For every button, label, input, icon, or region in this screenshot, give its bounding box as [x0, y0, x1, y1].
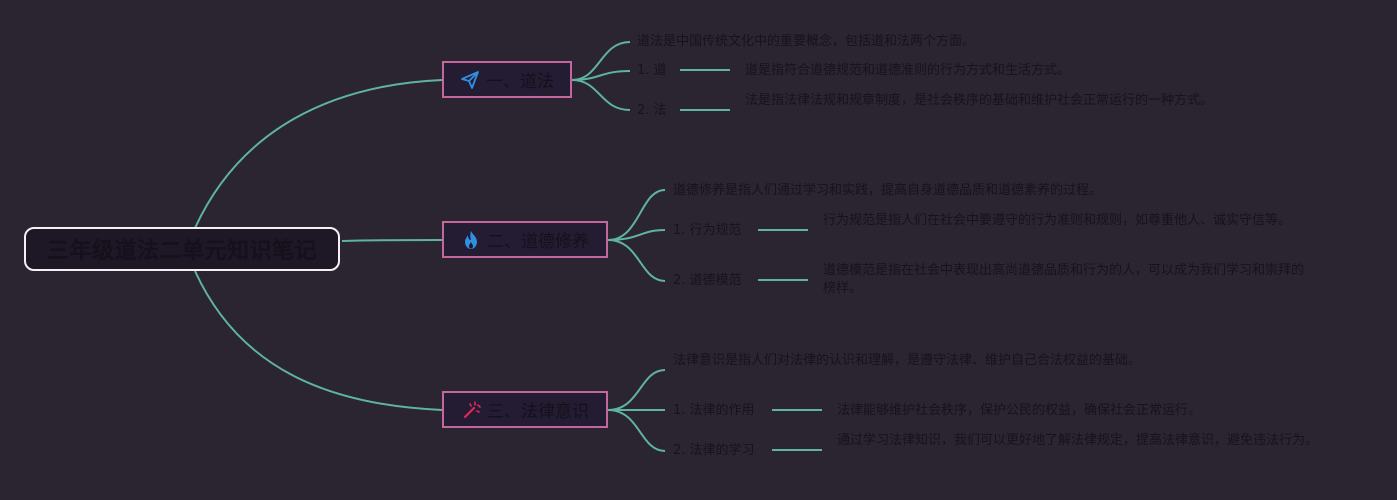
root-to-branch-3-line [194, 270, 443, 411]
branch-1-title: 一、道法 [486, 72, 554, 92]
branch-2-intro: 道德修养是指人们通过学习和实践，提高自身道德品质和道德素养的过程。 [673, 183, 1103, 198]
root-to-branch-1-line [194, 79, 443, 229]
branch-2-item-1-line [607, 229, 666, 241]
branch-topic-daode-xiuyang[interactable]: 二、道德修养 [442, 221, 608, 258]
branch-topic-daofa[interactable]: 一、道法 [442, 61, 572, 98]
branch-1-item-1-label: 1. 道 [637, 63, 667, 78]
branch-1-item-2-text: 法是指法律法规和规章制度，是社会秩序的基础和维护社会正常运行的一种方式。 [745, 93, 1214, 108]
branch-1-item-2-label: 2. 法 [637, 103, 667, 118]
branch-3-item-1-label: 1. 法律的作用 [673, 403, 755, 418]
branch-1-intro: 道法是中国传统文化中的重要概念，包括道和法两个方面。 [637, 34, 976, 49]
branch-2-item-2-text: 道德模范是指在社会中表现出高尚道德品质和行为的人，可以成为我们学习和崇拜的榜样。 [823, 263, 1305, 296]
branch-1-item-1-line [571, 70, 631, 81]
branch-2-title: 二、道德修养 [487, 232, 589, 252]
branch-2-item-2-label: 2. 道德模范 [673, 273, 742, 288]
branch-topic-falv-yishi[interactable]: 三、法律意识 [442, 391, 608, 428]
flame-icon [461, 230, 481, 250]
branch-2-item-2-line [607, 239, 666, 282]
paper-plane-icon [460, 70, 480, 90]
branch-3-intro: 法律意识是指人们对法律的认识和理解，是遵守法律、维护自己合法权益的基础。 [673, 353, 1142, 368]
root-to-branch-2-line [341, 239, 443, 242]
branch-3-title: 三、法律意识 [487, 402, 589, 422]
root-topic[interactable]: 三年级道法二单元知识笔记 [24, 227, 340, 271]
branch-2-item-1-text: 行为规范是指人们在社会中要遵守的行为准则和规则，如尊重他人、诚实守信等。 [823, 213, 1292, 228]
branch-1-item-1-text: 道是指符合道德规范和道德准则的行为方式和生活方式。 [745, 63, 1071, 78]
branch-3-item-2-text: 通过学习法律知识，我们可以更好地了解法律规定，提高法律意识，避免违法行为。 [837, 433, 1319, 448]
branch-3-item-2-line [607, 409, 666, 452]
branch-3-item-2-label: 2. 法律的学习 [673, 443, 755, 458]
root-title: 三年级道法二单元知识笔记 [46, 239, 317, 264]
branch-2-item-1-label: 1. 行为规范 [673, 223, 742, 238]
branch-3-intro-line [607, 369, 666, 411]
magic-wand-icon [461, 400, 481, 420]
branch-1-item-2-line [571, 79, 631, 111]
branch-3-item-1-text: 法律能够维护社会秩序，保护公民的权益，确保社会正常运行。 [837, 403, 1202, 418]
branch-2-intro-line [607, 189, 666, 241]
